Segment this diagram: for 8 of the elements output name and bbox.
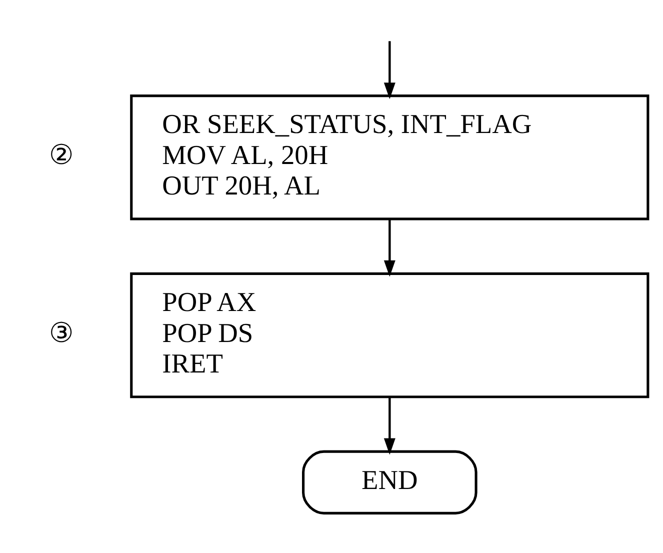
node-box: POP AX POP DS IRET xyxy=(130,272,650,398)
node-label: ② xyxy=(49,140,74,170)
node-box: OR SEEK_STATUS, INT_FLAG MOV AL, 20H OUT 20H, AL xyxy=(130,94,650,220)
node-box: END xyxy=(302,450,478,514)
node-label: ③ xyxy=(49,318,74,348)
arrow xyxy=(384,41,396,100)
arrow xyxy=(384,397,396,455)
arrow xyxy=(384,219,396,277)
